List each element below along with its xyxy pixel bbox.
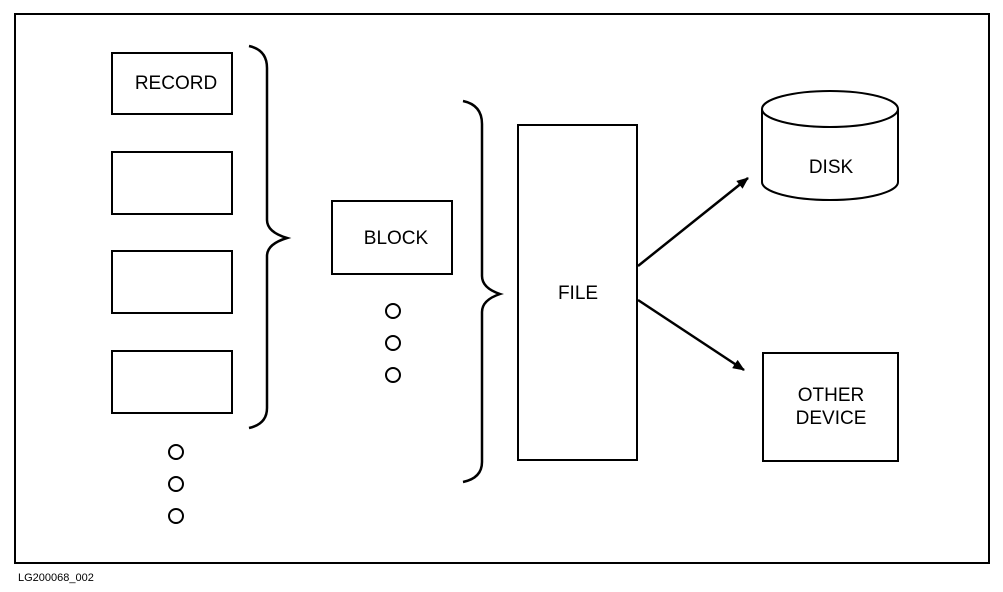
block-box — [331, 200, 453, 275]
other-device-box — [762, 352, 899, 462]
other-device-label-line1: OTHER — [798, 385, 865, 406]
other-device-label-line2: DEVICE — [796, 408, 867, 429]
block-label: BLOCK — [364, 228, 429, 249]
records-brace — [248, 44, 292, 430]
blocks-brace — [462, 99, 504, 484]
file-box — [517, 124, 638, 461]
arrow-to-disk — [637, 177, 749, 267]
ellipsis-dot-blocks-1 — [385, 303, 401, 319]
ellipsis-dot-blocks-3 — [385, 367, 401, 383]
ellipsis-dot-records-3 — [168, 508, 184, 524]
ellipsis-dot-records-1 — [168, 444, 184, 460]
disk-label: DISK — [809, 157, 854, 178]
record-label: RECORD — [135, 73, 217, 94]
record-box — [111, 52, 233, 115]
ellipsis-dot-records-2 — [168, 476, 184, 492]
diagram-frame — [14, 13, 990, 564]
ellipsis-dot-blocks-2 — [385, 335, 401, 351]
record-box-3 — [111, 250, 233, 314]
file-label: FILE — [558, 283, 598, 304]
record-box-2 — [111, 151, 233, 215]
figure-id-caption: LG200068_002 — [18, 572, 94, 584]
record-box-4 — [111, 350, 233, 414]
arrow-to-other-device — [637, 298, 745, 372]
disk-cylinder-icon — [761, 90, 899, 201]
